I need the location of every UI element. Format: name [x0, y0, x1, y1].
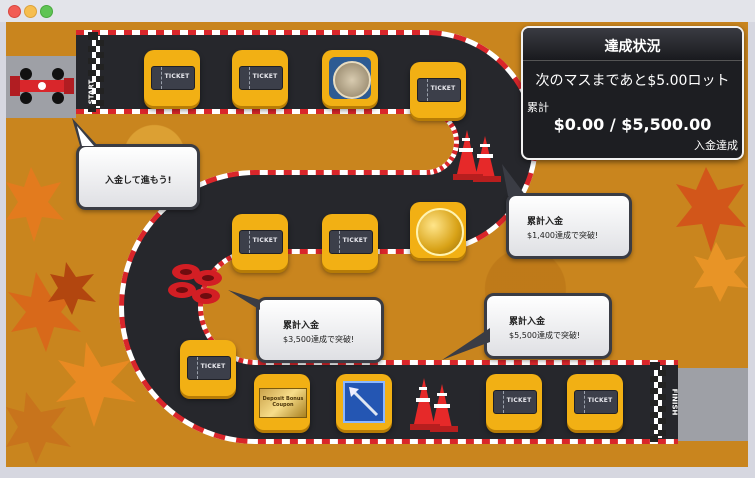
finish-label: FINISH	[670, 388, 679, 416]
spear-icon	[343, 381, 385, 423]
deposit-amount: $0.00 / $5,500.00	[553, 115, 712, 134]
ticket-icon: TICKET	[329, 230, 373, 254]
board-tile[interactable]: TICKET	[486, 374, 542, 430]
ticket-icon: TICKET	[239, 66, 283, 90]
board-tile[interactable]: TICKET	[232, 214, 288, 270]
ticket-icon: TICKET	[417, 78, 461, 102]
status-title: 達成状況	[604, 39, 661, 55]
ticket-icon: TICKET	[151, 66, 195, 90]
start-label: START	[87, 79, 96, 105]
board-tile[interactable]: TICKET	[322, 214, 378, 270]
medal-icon	[329, 57, 371, 99]
board-tile[interactable]: TICKET	[567, 374, 623, 430]
start-area	[6, 56, 76, 118]
bubble-pointer	[442, 328, 490, 360]
minimize-window-button[interactable]	[24, 5, 37, 18]
maple-leaf-decoration	[6, 167, 64, 242]
ticket-icon: TICKET	[239, 230, 283, 254]
bubble-pointer	[72, 118, 98, 146]
ticket-icon: TICKET	[493, 390, 537, 414]
close-window-button[interactable]	[8, 5, 21, 18]
milestone-bubble-5500: 累計入金 $5,500達成で突破!	[484, 293, 612, 359]
board-tile[interactable]	[410, 202, 466, 258]
traffic-cone-icon	[453, 130, 501, 182]
ticket-icon: TICKET	[574, 390, 618, 414]
maple-leaf-decoration	[676, 167, 748, 302]
bonus-coupon-icon: Deposit Bonus Coupon	[259, 388, 307, 418]
board-tile[interactable]: TICKET	[180, 340, 236, 396]
next-tile-text: 次のマスまであと$5.00ロット	[535, 73, 730, 89]
board-tile[interactable]: TICKET	[232, 50, 288, 106]
game-board: START FINISH TICKET TICKET TICKET TICKET	[6, 22, 748, 467]
race-car-icon	[10, 68, 74, 104]
bubble-pointer	[502, 164, 526, 196]
achieved-label: 入金達成	[694, 139, 738, 152]
board-tile[interactable]: Deposit Bonus Coupon	[254, 374, 310, 430]
milestone-bubble-1400: 累計入金 $1,400達成で突破!	[506, 193, 632, 259]
board-tile[interactable]: TICKET	[410, 62, 466, 118]
gold-coin-icon	[416, 208, 464, 256]
maple-leaf-decoration	[6, 262, 136, 464]
cumulative-label: 累計	[527, 101, 549, 114]
tire-stack-icon	[168, 264, 222, 304]
traffic-cone-icon	[410, 378, 458, 432]
board-tile[interactable]	[336, 374, 392, 430]
finish-area	[678, 368, 748, 441]
ticket-icon: TICKET	[187, 356, 231, 380]
start-hint-bubble: 入金して進もう!	[76, 144, 200, 210]
board-tile[interactable]: TICKET	[144, 50, 200, 106]
bubble-pointer	[228, 290, 260, 310]
title-bar	[0, 0, 755, 22]
board-tile[interactable]	[322, 50, 378, 106]
achievement-status-panel: 達成状況 次のマスまであと$5.00ロット 累計 $0.00 / $5,500.…	[521, 26, 744, 160]
maximize-window-button[interactable]	[40, 5, 53, 18]
status-header: 達成状況	[523, 28, 742, 61]
milestone-bubble-3500: 累計入金 $3,500達成で突破!	[256, 297, 384, 363]
